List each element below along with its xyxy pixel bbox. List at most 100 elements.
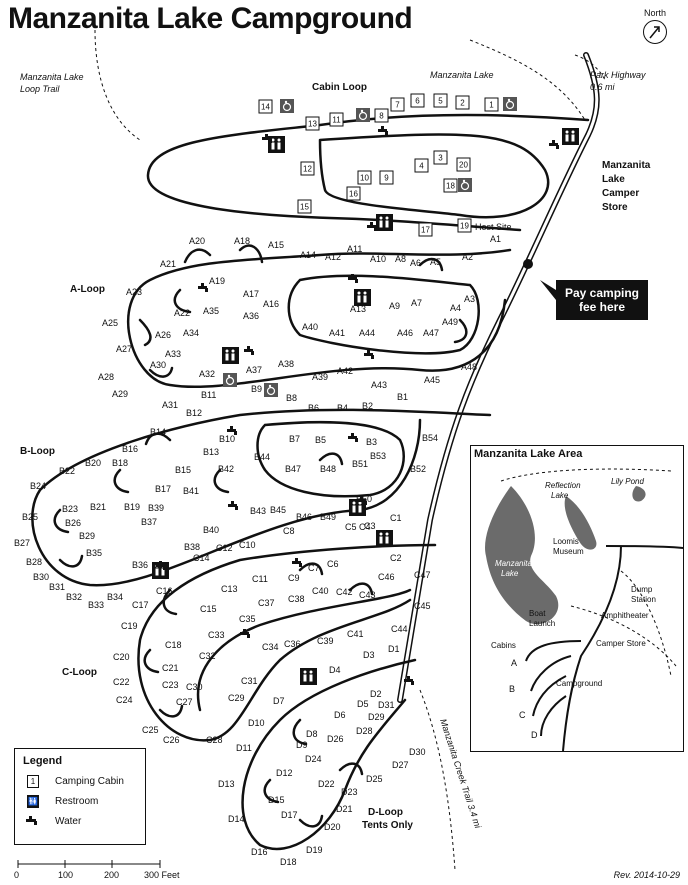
- store-label-4: Store: [602, 202, 628, 213]
- site-c14: C14: [193, 553, 210, 563]
- inset-loop-d: D: [531, 730, 538, 740]
- restroom-icon: [376, 214, 393, 231]
- site-d28: D28: [356, 726, 373, 736]
- site-c10: C10: [239, 540, 256, 550]
- site-c4: C4: [359, 522, 371, 532]
- fee-callout-line2: fee here: [578, 300, 626, 314]
- cabin-number: 9: [384, 174, 389, 183]
- inset-dump-2: Station: [631, 595, 656, 604]
- site-d29: D29: [368, 712, 385, 722]
- site-b17: B17: [155, 484, 171, 494]
- site-a31: A31: [162, 400, 178, 410]
- site-a20: A20: [189, 236, 205, 246]
- site-c20: C20: [113, 652, 130, 662]
- site-b34: B34: [107, 592, 123, 602]
- site-a39: A39: [312, 372, 328, 382]
- site-a34: A34: [183, 328, 199, 338]
- site-d13: D13: [218, 779, 235, 789]
- cabin-number: 6: [415, 97, 420, 106]
- cabin-box: [433, 150, 448, 165]
- inset-lake-1: Manzanita: [495, 559, 532, 568]
- site-b23: B23: [62, 504, 78, 514]
- cabin-13: 13: [305, 116, 320, 131]
- site-a23: A23: [126, 287, 142, 297]
- cabin-box: [300, 161, 315, 176]
- water-icon: [198, 283, 208, 292]
- site-b16: B16: [122, 444, 138, 454]
- c-loop-label: C-Loop: [62, 667, 97, 678]
- restroom-icon: [268, 136, 285, 153]
- site-b53: B53: [370, 451, 386, 461]
- site-b3: B3: [366, 437, 377, 447]
- site-b37: B37: [141, 517, 157, 527]
- site-b1: B1: [397, 392, 408, 402]
- inset-manzanita-lake-shape: [485, 486, 559, 625]
- restroom-icon: [562, 128, 579, 145]
- cabin-number: 16: [349, 190, 358, 199]
- site-d30: D30: [409, 747, 426, 757]
- cabin-number: 15: [300, 203, 309, 212]
- site-d3: D3: [363, 650, 375, 660]
- restroom-icon: [376, 530, 393, 547]
- site-a19: A19: [209, 276, 225, 286]
- site-c31: C31: [241, 676, 258, 686]
- site-b15: B15: [175, 465, 191, 475]
- inset-lily: Lily Pond: [611, 477, 644, 486]
- site-c5: C5: [345, 522, 357, 532]
- cabin-17: 17: [418, 222, 433, 237]
- site-a42: A42: [337, 366, 353, 376]
- fee-callout: Pay camping fee here: [556, 280, 648, 320]
- inset-dump-1: Dump: [631, 585, 653, 594]
- site-b48: B48: [320, 464, 336, 474]
- cabin-number: 14: [261, 103, 270, 112]
- site-c38: C38: [288, 594, 305, 604]
- site-b43: B43: [250, 506, 266, 516]
- site-b14: B14: [150, 427, 166, 437]
- water-icon: [292, 558, 302, 567]
- site-c6: C6: [327, 559, 339, 569]
- north-arrow: North: [640, 8, 670, 44]
- restroom-icon: [349, 499, 366, 516]
- site-a38: A38: [278, 359, 294, 369]
- site-a33: A33: [165, 349, 181, 359]
- site-b2: B2: [362, 401, 373, 411]
- site-a27: A27: [116, 344, 132, 354]
- accessible-icon: [356, 108, 370, 122]
- cabin-box: [433, 93, 448, 108]
- cabin-box: [455, 95, 470, 110]
- water-icon: [25, 814, 41, 828]
- site-a22: A22: [174, 308, 190, 318]
- site-c23: C23: [162, 680, 179, 690]
- site-b19: B19: [124, 502, 140, 512]
- cabin-number: 3: [438, 154, 443, 163]
- store-label-3: Camper: [602, 188, 639, 199]
- site-a28: A28: [98, 372, 114, 382]
- site-b24: B24: [30, 481, 46, 491]
- site-a13: A13: [350, 304, 366, 314]
- site-c2: C2: [390, 553, 402, 563]
- legend: Legend 1 Camping Cabin 🚻 Restroom Water: [14, 748, 146, 845]
- site-c45: C45: [414, 601, 431, 611]
- accessible-icon: [280, 99, 294, 113]
- legend-water-label: Water: [55, 815, 82, 827]
- cabin-box: [484, 97, 499, 112]
- cabin-number: 1: [489, 101, 494, 110]
- site-c36: C36: [284, 639, 301, 649]
- scale-tick-300: 300 Feet: [144, 870, 180, 880]
- site-b6: B6: [308, 403, 319, 413]
- site-b49: B49: [320, 512, 336, 522]
- site-a14: A14: [300, 250, 316, 260]
- cabin-box: [305, 116, 320, 131]
- site-d1: D1: [388, 644, 400, 654]
- water-icon: [404, 676, 414, 685]
- site-a41: A41: [329, 328, 345, 338]
- north-label: North: [643, 8, 666, 18]
- site-c21: C21: [162, 663, 179, 673]
- site-b54: B54: [422, 433, 438, 443]
- site-d12: D12: [276, 768, 293, 778]
- site-c47: C47: [414, 570, 431, 580]
- site-c30: C30: [186, 682, 203, 692]
- site-c12: C12: [216, 543, 233, 553]
- cabin-box: [379, 170, 394, 185]
